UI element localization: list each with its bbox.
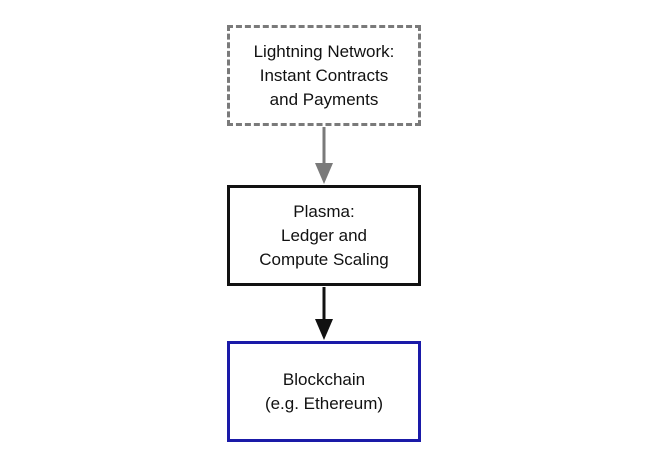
node-plasma-line-3: Compute Scaling xyxy=(259,249,389,269)
arrow-plasma-to-blockchain-head xyxy=(315,319,333,340)
node-plasma-line-2: Ledger and xyxy=(280,225,368,245)
node-lightning-line-3: and Payments xyxy=(269,89,379,109)
node-plasma: Plasma: Ledger and Compute Scaling xyxy=(227,185,421,286)
node-lightning-line-2: Instant Contracts xyxy=(259,65,389,85)
arrow-lightning-to-plasma xyxy=(315,127,333,184)
node-lightning-network: Lightning Network: Instant Contracts and… xyxy=(227,25,421,126)
node-lightning-line-1: Lightning Network: xyxy=(253,41,395,61)
arrow-lightning-to-plasma-head xyxy=(315,163,333,184)
node-blockchain-line-1: Blockchain xyxy=(282,369,366,389)
node-plasma-line-1: Plasma: xyxy=(293,201,355,221)
node-blockchain-line-2: (e.g. Ethereum) xyxy=(264,393,384,413)
node-blockchain: Blockchain (e.g. Ethereum) xyxy=(227,341,421,442)
arrow-plasma-to-blockchain xyxy=(315,287,333,340)
